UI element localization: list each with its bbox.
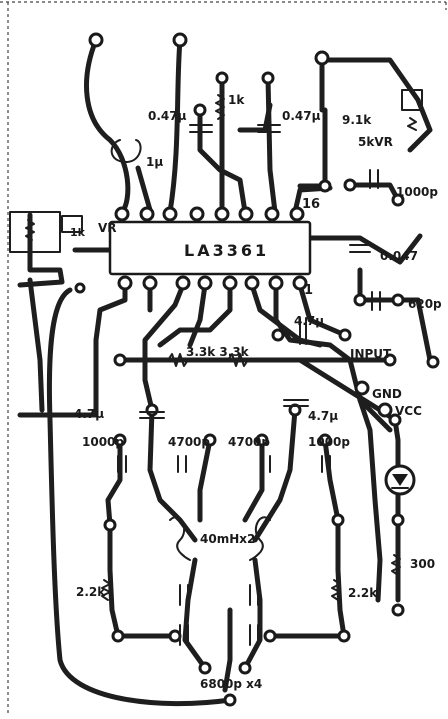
label-r-91k: 9.1k: [342, 113, 372, 127]
cap-0047: [349, 244, 371, 253]
label-c-620p: 620p: [408, 297, 442, 311]
res-1k-left: [61, 215, 83, 233]
ic-pin1-label: 1: [304, 283, 313, 298]
res-33k-b: [227, 353, 249, 367]
label-c-1000p-b: 1000p: [308, 435, 350, 449]
cap-47u-input: [299, 317, 307, 345]
ic-pins-top: [114, 206, 305, 222]
label-c-47u-input: 4.7μ: [294, 314, 324, 328]
label-vcc: VCC: [395, 404, 422, 418]
gnd-pad: [354, 380, 370, 396]
cap-1u: [110, 139, 142, 163]
cap-6800p-2: [249, 584, 259, 606]
cap-47u-right-body: [283, 399, 309, 407]
res-1k-top: [215, 94, 225, 120]
label-gnd: GND: [372, 387, 402, 401]
label-r-300: 300: [410, 557, 435, 571]
cap-47u-left-body: [139, 411, 165, 419]
res-300: [391, 554, 401, 576]
ic-pins-bottom: [117, 275, 308, 291]
coil-left: [169, 516, 191, 561]
component-symbols: [9, 89, 423, 646]
label-c-47u-left: 4.7μ: [74, 407, 104, 421]
ic-pin16-label: 16: [302, 197, 320, 212]
label-c-1000p-a: 1000p: [82, 435, 124, 449]
label-c-1000p-top: 1000p: [396, 185, 438, 199]
res-22k-right: [331, 579, 341, 601]
cap-1000p-a: [117, 455, 127, 473]
label-input: INPUT: [350, 347, 392, 361]
cap-4700p-a: [177, 455, 187, 473]
label-c-4700p-b: 4700p: [228, 435, 270, 449]
ic-la3361: LA3361 16 1: [108, 197, 320, 298]
label-c-047b: 0.47μ: [282, 109, 321, 123]
label-c-6800p: 6800p x4: [200, 677, 262, 691]
solder-pads: [74, 32, 440, 707]
cap-620p: [371, 291, 381, 311]
vr-5k: [401, 89, 423, 131]
cap-4700p-b: [261, 455, 271, 473]
led-triangle: [392, 474, 408, 486]
res-33k-a: [167, 353, 189, 367]
label-c-047a: 0.47μ: [148, 109, 187, 123]
label-r-1k-top: 1k: [228, 93, 245, 107]
cap-047-right: [257, 124, 281, 133]
cap-6800p-4: [249, 624, 259, 646]
label-vr-left: VR: [98, 221, 117, 235]
label-r-33k-pair: 3.3k 3.3k: [186, 345, 250, 359]
cap-6800p-3: [179, 624, 189, 646]
res-22k-left: [101, 579, 111, 601]
coil-right: [249, 516, 271, 561]
label-vr-5k: 5kVR: [358, 135, 393, 149]
cap-1000p-top: [369, 169, 379, 189]
ic-label: LA3361: [184, 241, 269, 260]
res-vr-left: [25, 219, 35, 241]
label-c-0047: 0.047: [380, 249, 418, 263]
copper-traces: [17, 37, 433, 707]
label-r-22k-left: 2.2k: [76, 585, 106, 599]
cap-047-left: [189, 124, 213, 133]
label-r-22k-right: 2.2k: [348, 586, 378, 600]
label-r-1k-left: 1k: [70, 226, 86, 239]
cap-1000p-b: [321, 455, 331, 473]
label-c-47u-right: 4.7μ: [308, 409, 338, 423]
label-c-1u: 1μ: [146, 155, 163, 169]
vr-left-block: [9, 211, 61, 253]
component-labels: 0.47μ 1k 0.47μ 9.1k 5kVR 1000p 1μ VR 1k …: [70, 93, 442, 691]
label-coil: 40mHx2: [200, 532, 255, 546]
label-c-4700p-a: 4700p: [168, 435, 210, 449]
vcc-pad: [377, 402, 393, 418]
cap-6800p-1: [179, 584, 189, 606]
